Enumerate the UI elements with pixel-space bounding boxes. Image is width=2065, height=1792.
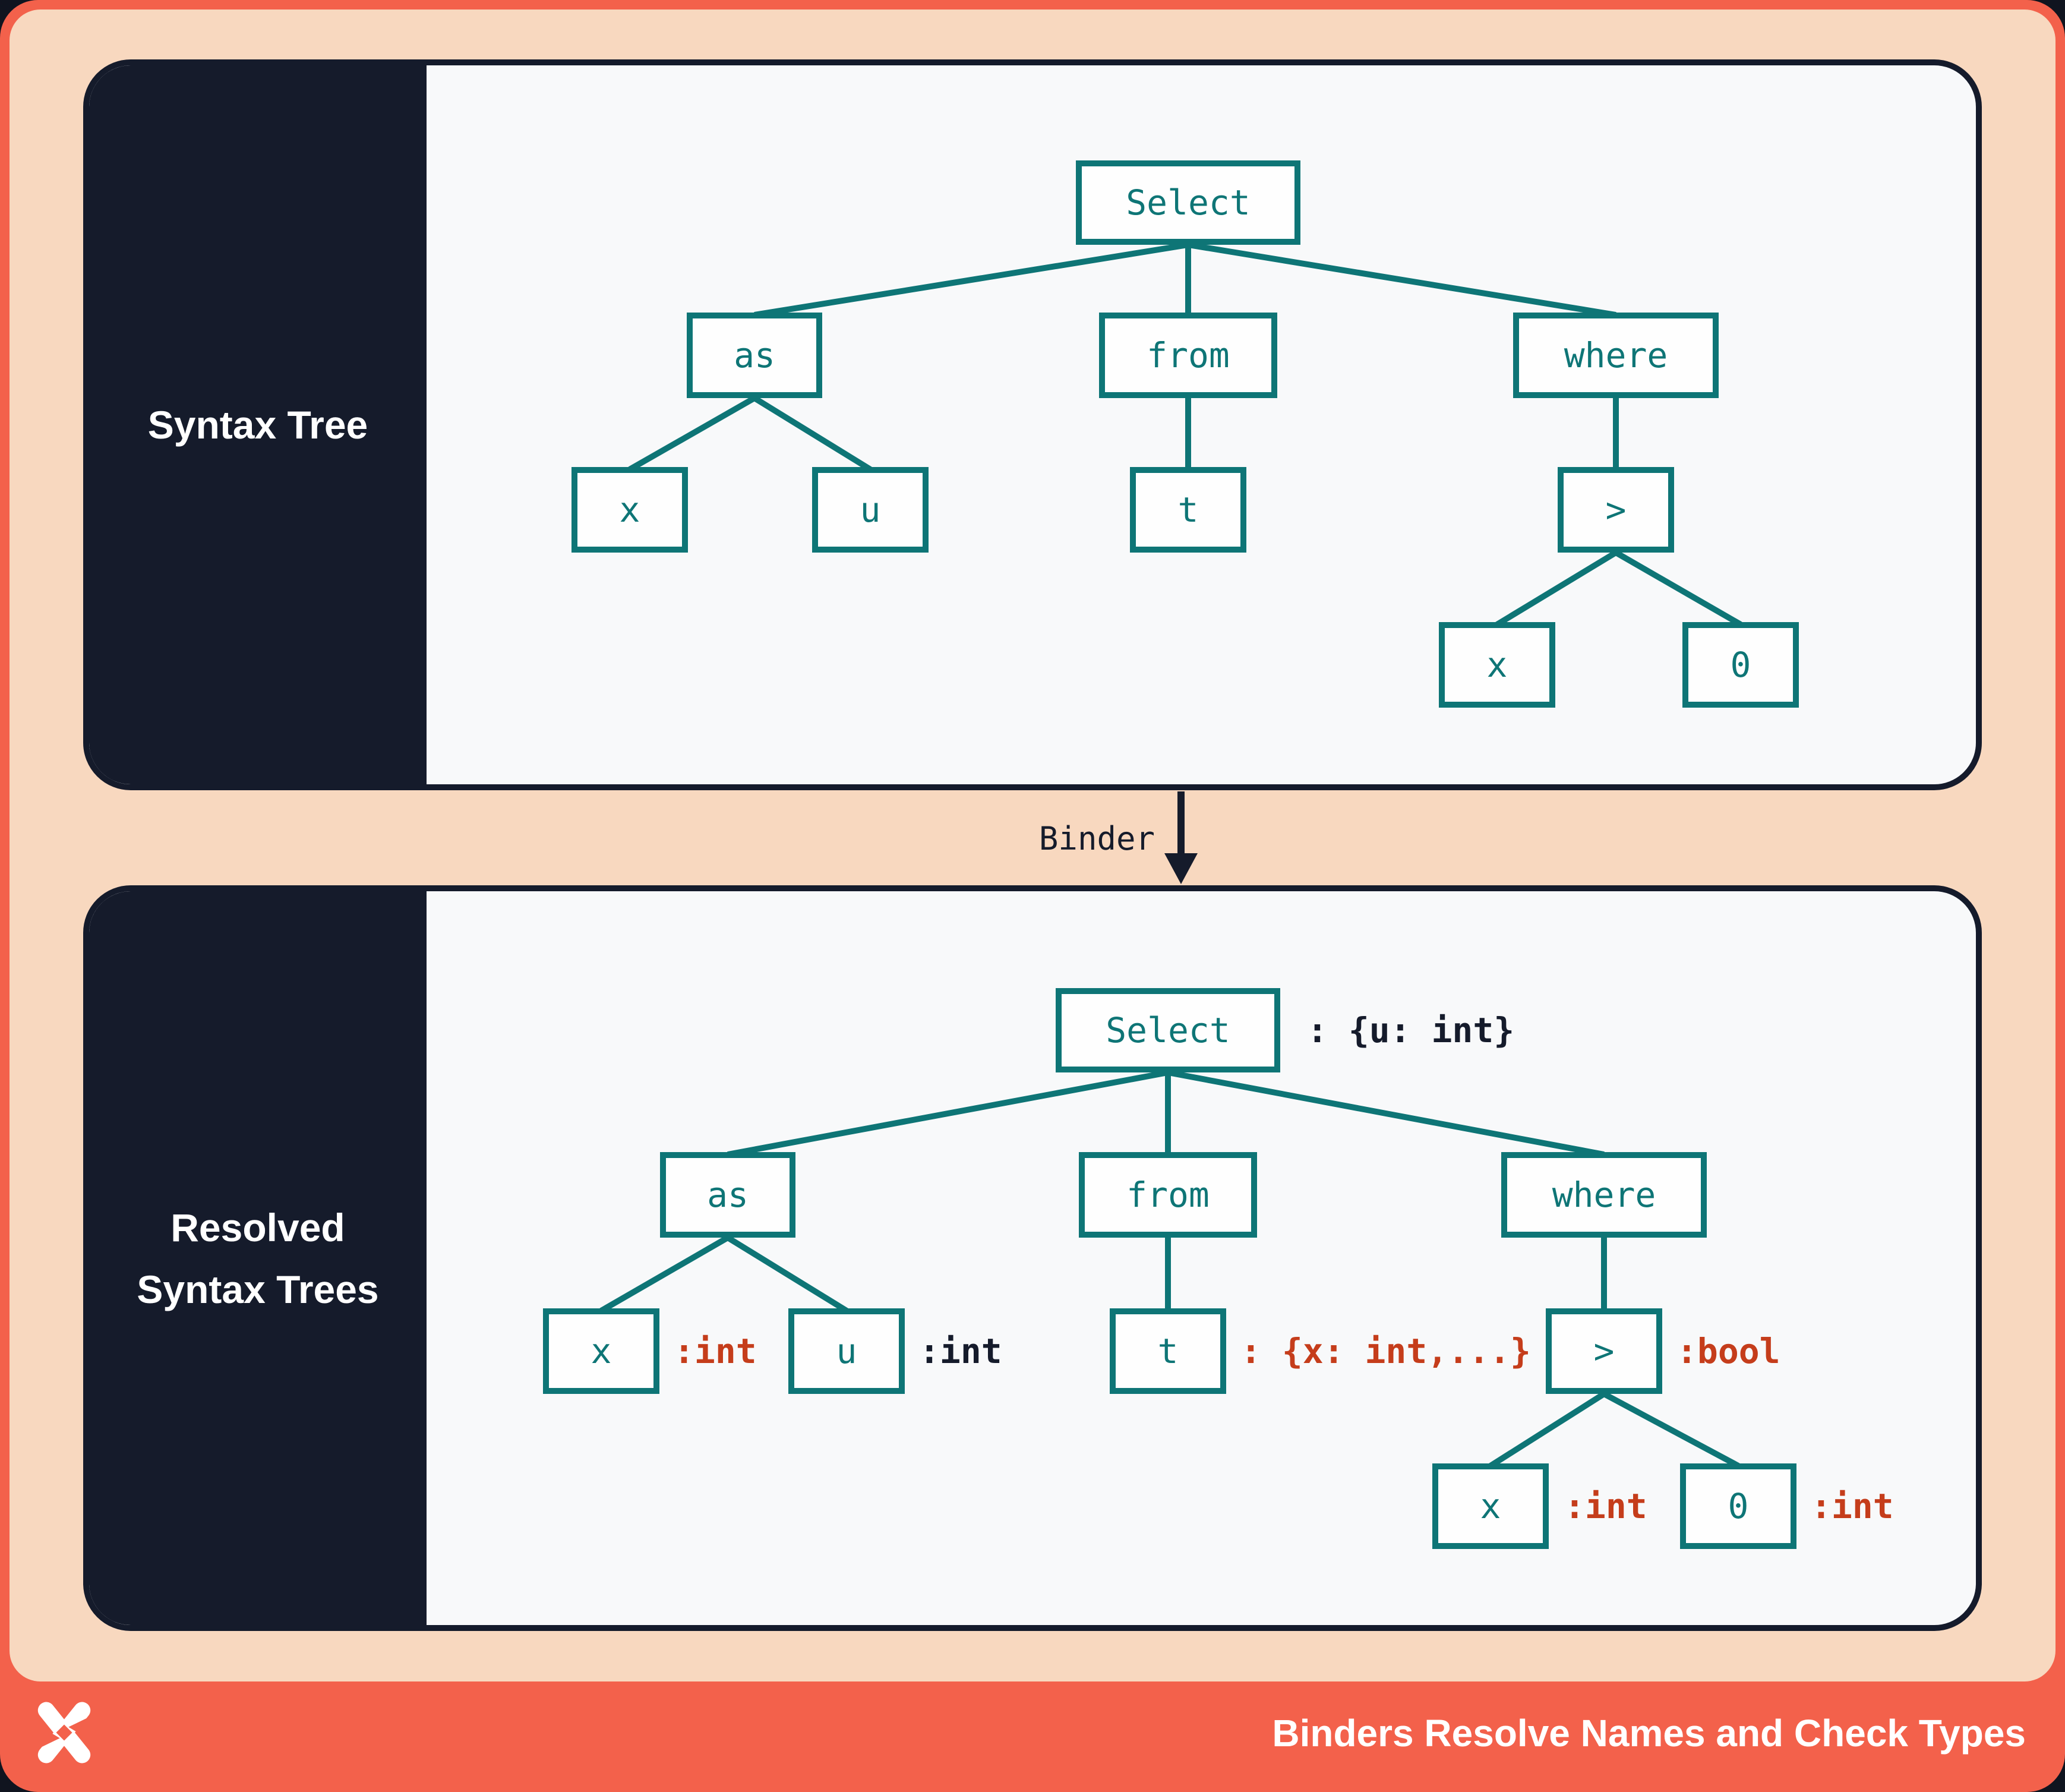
syntax-tree-sidebar: Syntax Tree [89,65,427,784]
resolved-label-line2: Syntax Trees [137,1267,379,1311]
node-select: Select [1076,160,1300,245]
syntax-tree-panel: Syntax Tree [83,59,1982,790]
annotation-t-type: : {x: int,...} [1240,1331,1531,1371]
resolved-panel: Resolved Syntax Trees [83,885,1982,1631]
annotation-u-type: :int [919,1331,1002,1371]
annotation-select-type: : {u: int} [1307,1010,1515,1050]
node-x-as-child: x [571,467,688,553]
binder-label: Binder [1038,820,1155,857]
resolved-node-from: from [1079,1152,1257,1238]
node-t: t [1130,467,1246,553]
resolved-node-t: t [1110,1308,1226,1394]
x-pinwheel-logo-icon [37,1702,91,1763]
resolved-node-select: Select [1056,988,1280,1072]
resolved-node-as: as [660,1152,795,1238]
annotation-x2-type: :int [1564,1486,1647,1526]
syntax-tree-panel-label: Syntax Tree [147,403,368,447]
annotation-zero-type: :int [1811,1486,1894,1526]
annotation-gt-type: :bool [1676,1331,1780,1371]
resolved-panel-label: Resolved Syntax Trees [137,1197,378,1320]
resolved-label-line1: Resolved [170,1205,345,1250]
node-u: u [812,467,929,553]
node-x-gt-child: x [1439,622,1555,708]
resolved-node-zero: 0 [1680,1463,1796,1549]
resolved-node-where: where [1501,1152,1707,1238]
footer-title: Binders Resolve Names and Check Types [1272,1712,2026,1755]
node-zero: 0 [1682,622,1799,708]
resolved-node-x-gt-child: x [1432,1463,1549,1549]
resolved-node-greater-than: > [1546,1308,1662,1394]
node-greater-than: > [1558,467,1674,553]
resolved-node-x-as-child: x [543,1308,659,1394]
node-as: as [687,313,822,398]
node-where: where [1513,313,1719,398]
resolved-panel-sidebar: Resolved Syntax Trees [89,891,427,1625]
resolved-node-u: u [788,1308,905,1394]
node-from: from [1099,313,1277,398]
annotation-x1-type: :int [674,1331,757,1371]
